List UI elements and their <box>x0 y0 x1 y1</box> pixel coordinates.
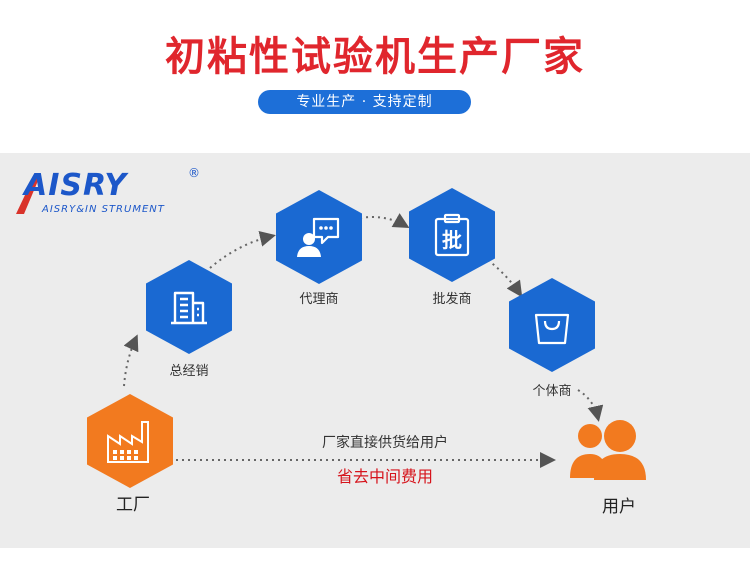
arrow-wholesaler-to-retailer <box>487 259 523 298</box>
agent-chat-icon <box>297 217 340 257</box>
users-icon <box>570 420 646 480</box>
wholesale-clipboard-icon: 批 <box>434 213 470 257</box>
factory-icon <box>107 421 149 463</box>
brand-logo: AISRY ® AISRY&IN STRUMENT <box>14 166 214 220</box>
arrow-agent-to-wholesaler <box>359 213 410 228</box>
wholesaler-label: 批发商 <box>432 292 472 307</box>
arrow-distributor-to-agent <box>209 230 276 269</box>
direct-supply-label: 厂家直接供货给用户 <box>322 435 448 451</box>
arrow-factory-to-distributor <box>123 334 139 387</box>
shopping-bag-icon <box>534 313 570 345</box>
logo-swoosh-icon <box>16 176 40 214</box>
user-node <box>568 414 648 484</box>
factory-label: 工厂 <box>116 495 150 515</box>
building-icon <box>171 291 207 325</box>
distributor-label: 总经销 <box>169 364 209 379</box>
logo-wordmark: AISRY <box>24 168 128 203</box>
logo-subtitle: AISRY&IN STRUMENT <box>42 204 165 215</box>
page-title: 初粘性试验机生产厂家 <box>165 34 585 80</box>
save-cost-label: 省去中间费用 <box>336 467 434 486</box>
user-label: 用户 <box>602 497 636 517</box>
retailer-label: 个体商 <box>532 384 572 399</box>
tagline-pill: 专业生产 · 支持定制 <box>258 90 471 114</box>
agent-label: 代理商 <box>299 292 339 307</box>
logo-registered-mark: ® <box>188 166 200 180</box>
svg-text:批: 批 <box>442 228 462 252</box>
